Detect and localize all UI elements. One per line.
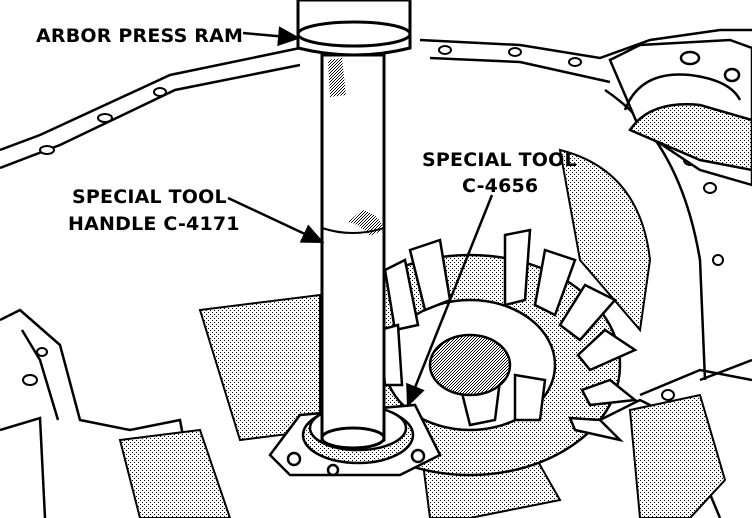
arbor-press-ram xyxy=(296,0,412,57)
case-interior-shading xyxy=(118,148,727,518)
label-handle-line1: SPECIAL TOOL xyxy=(72,186,227,208)
label-handle-line2: HANDLE C-4171 xyxy=(68,213,240,235)
callout-leaders xyxy=(227,26,494,408)
leader-handle xyxy=(227,196,325,244)
leader-arbor-press-ram xyxy=(242,26,301,47)
label-tool-line1: SPECIAL TOOL xyxy=(422,149,577,171)
transmission-case xyxy=(0,28,752,518)
label-arbor-press-ram: ARBOR PRESS RAM xyxy=(36,25,243,47)
label-tool-line2: C-4656 xyxy=(462,175,538,197)
gear-housing xyxy=(608,38,752,187)
special-tool-handle-c-4171 xyxy=(320,53,386,450)
leader-tool-c-4656 xyxy=(406,194,494,408)
